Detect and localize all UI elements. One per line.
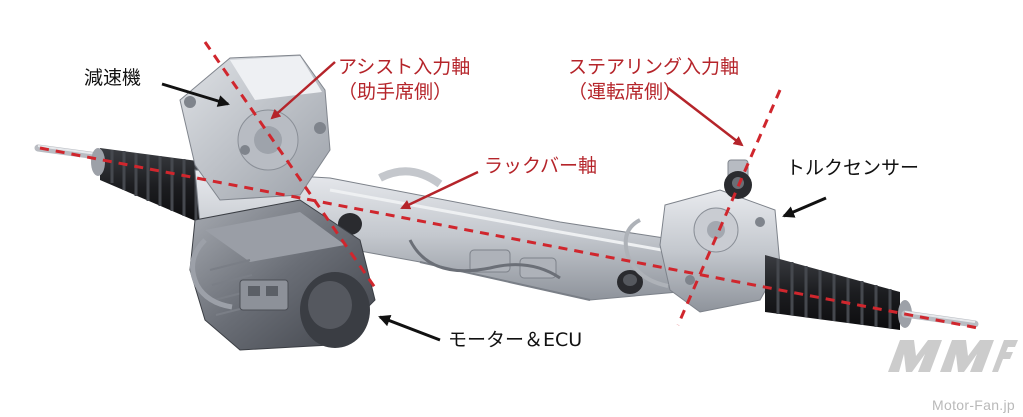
motor-ecu-arrow [378,314,441,342]
torque-sensor-arrow [782,196,827,218]
rack-bar-arrow [400,170,479,210]
motor-ecu-unit [189,199,376,351]
steering-axis-label-line2: （運転席側） [568,81,683,103]
black-arrows [161,82,827,342]
assist-axis-line [203,41,380,293]
reducer-housing [179,54,331,201]
assist-axis-label-line1: アシスト入力軸 [338,56,471,78]
steering-axis-line [676,89,782,326]
reducer-label: 減速機 [84,67,142,89]
motor-fan-logo-icon [888,340,1018,372]
assist-arrow [270,61,336,120]
torque-sensor-label: トルクセンサー [786,157,920,179]
steering-axis-label-line1: ステアリング入力軸 [568,56,740,78]
assist-axis-label-line2: （助手席側） [338,81,453,103]
rack-bar-axis-label: ラックバー軸 [484,155,598,177]
reducer-arrow [161,82,230,107]
steering-arrow [667,87,744,147]
red-arrows [270,61,744,210]
rack-housing [194,167,701,301]
torque-sensor-unit [623,159,781,313]
left-boot [91,148,205,225]
watermark-text: Motor-Fan.jp [932,397,1015,413]
motor-ecu-label: モーター＆ECU [448,329,583,351]
right-tie-rod [901,310,979,328]
axis-lines [39,41,979,330]
